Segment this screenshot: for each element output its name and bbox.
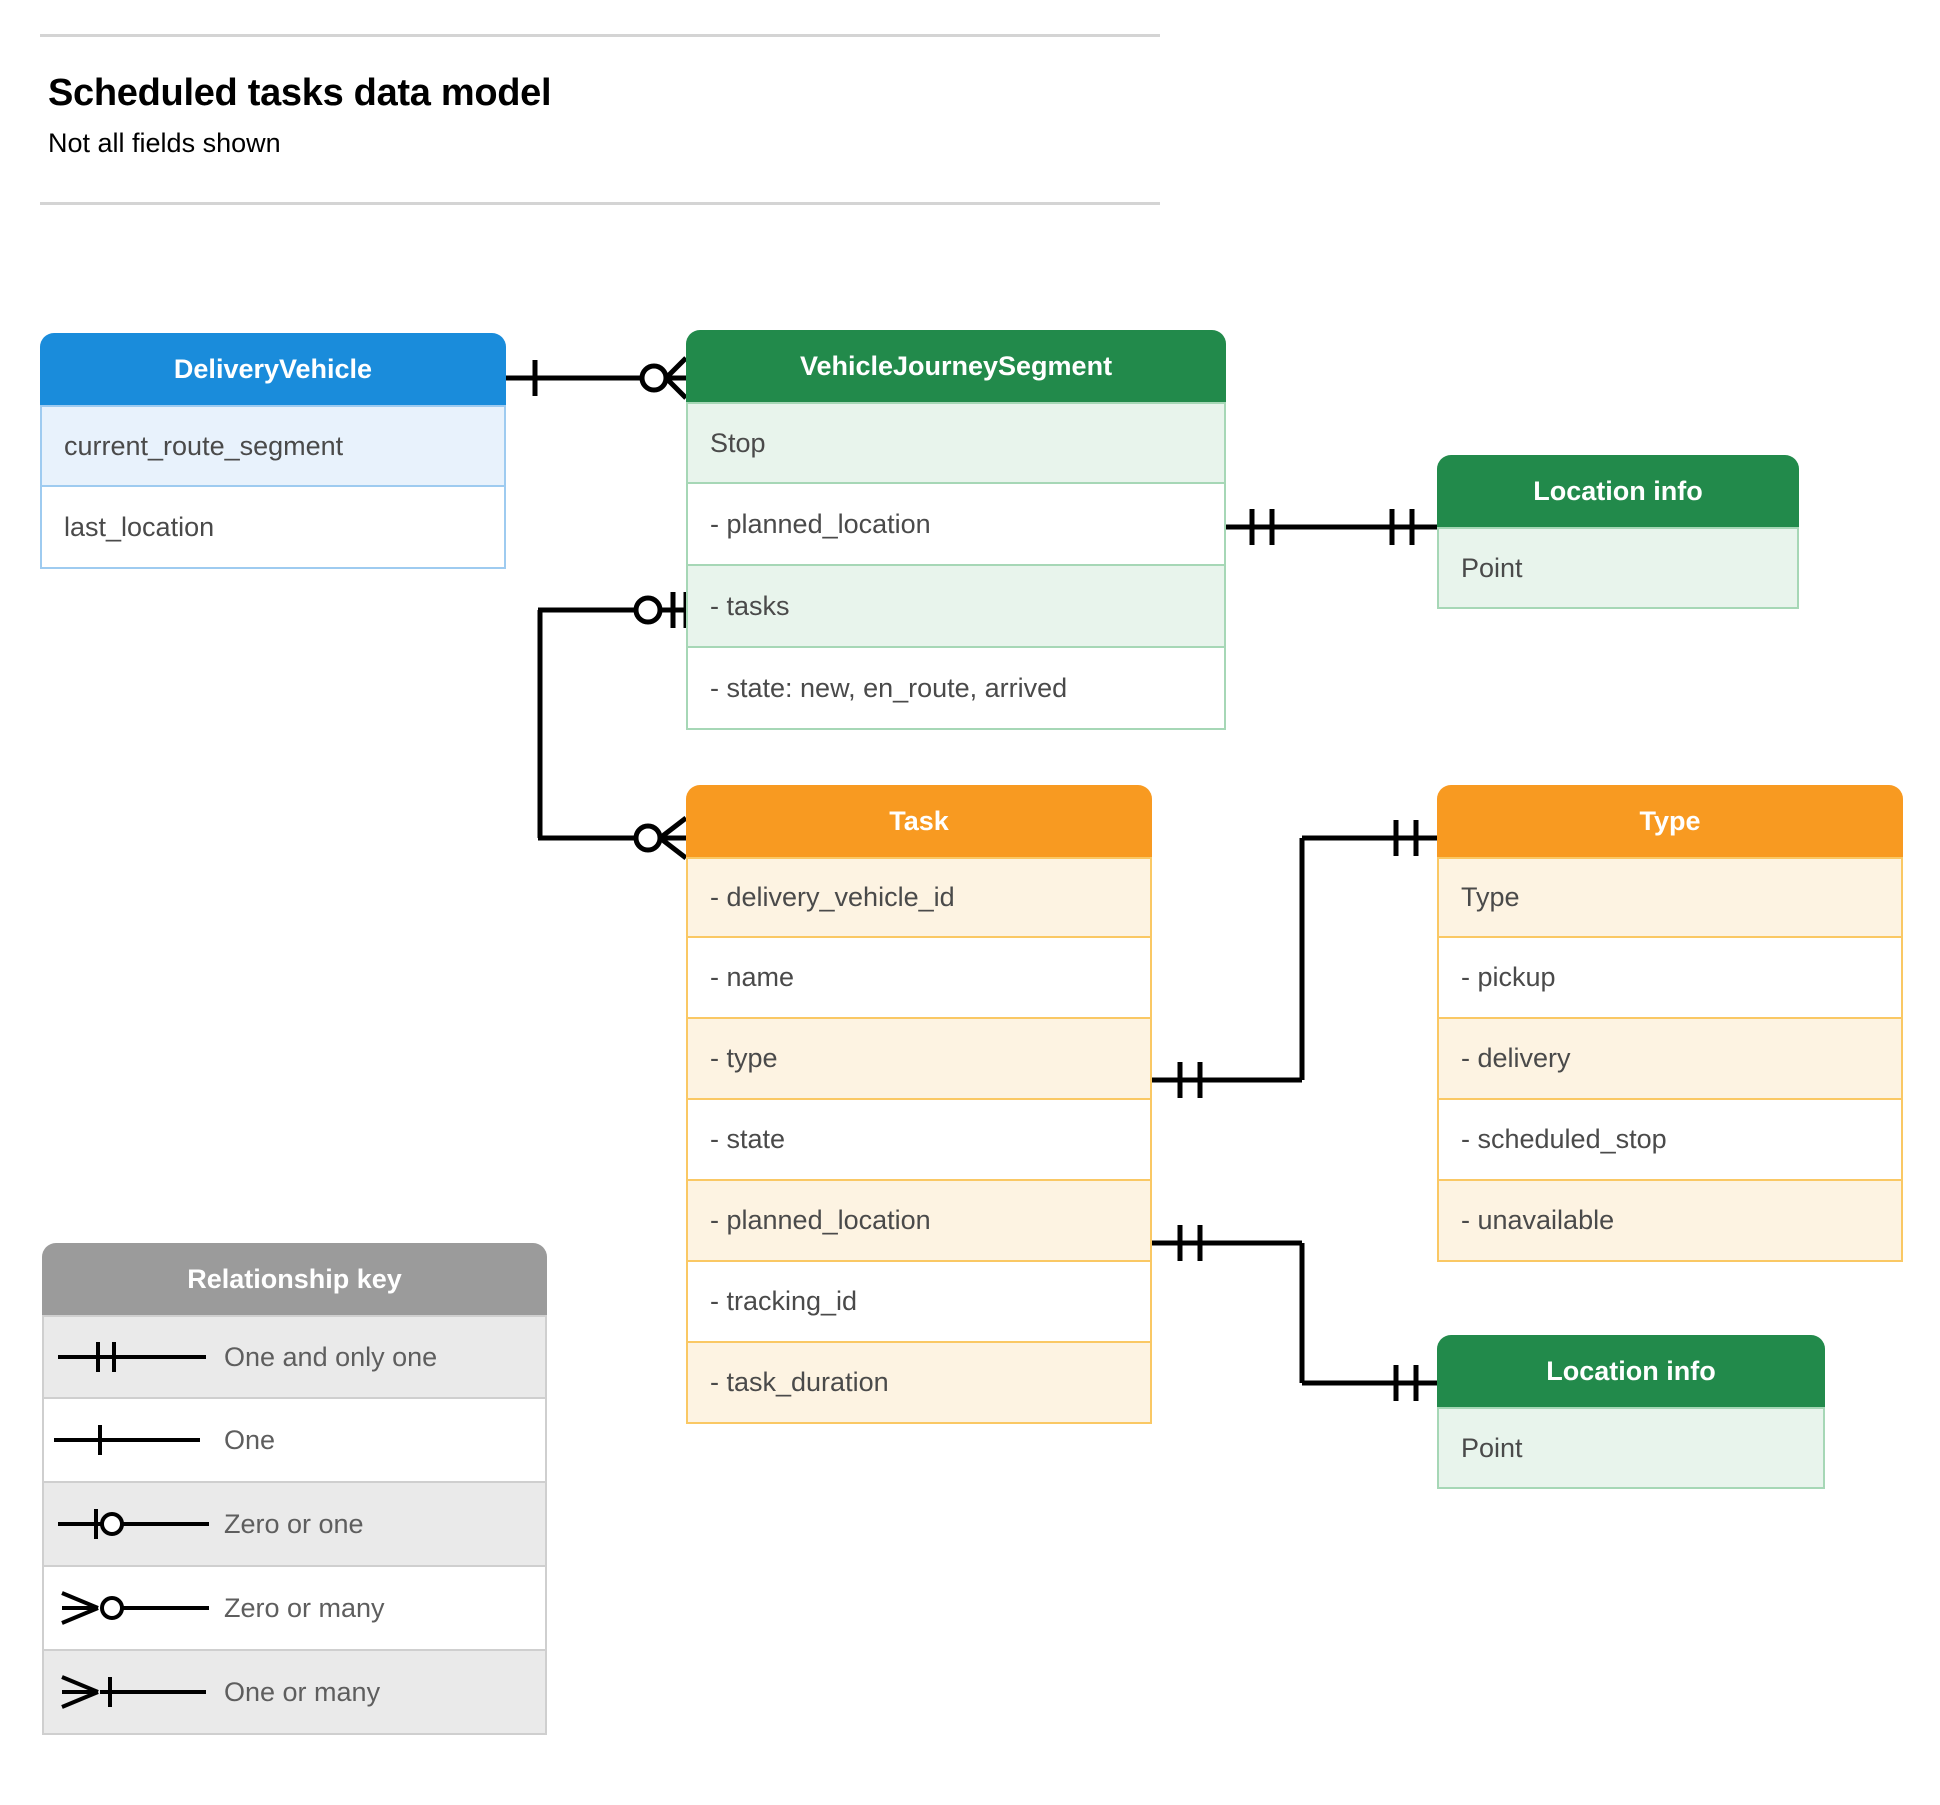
entity-location-info-top[interactable]: Location info Point [1437,455,1799,609]
entity-task-header: Task [686,785,1152,857]
legend-item: Zero or many [42,1567,547,1651]
legend-item: Zero or one [42,1483,547,1567]
entity-delivery-vehicle-header: DeliveryVehicle [40,333,506,405]
entity-delivery-vehicle[interactable]: DeliveryVehicle current_route_segment la… [40,333,506,569]
legend-title: Relationship key [42,1243,547,1315]
entity-row: Type [1437,857,1903,938]
header-rule-top [40,34,1160,37]
entity-row: - tasks [686,566,1226,648]
connector-vjs-tasks-task [537,592,689,860]
entity-type[interactable]: Type Type - pickup - delivery - schedule… [1437,785,1903,1262]
entity-row: - unavailable [1437,1181,1903,1262]
zero-or-one-icon [44,1483,224,1565]
entity-row: Point [1437,527,1799,609]
entity-task[interactable]: Task - delivery_vehicle_id - name - type… [686,785,1152,1424]
entity-location-info-bottom-header: Location info [1437,1335,1825,1407]
entity-location-info-top-header: Location info [1437,455,1799,527]
page-subtitle: Not all fields shown [48,128,281,158]
entity-row: Stop [686,402,1226,484]
entity-row: - name [686,938,1152,1019]
entity-row: - pickup [1437,938,1903,1019]
entity-type-header: Type [1437,785,1903,857]
entity-row: last_location [40,487,506,569]
entity-row: current_route_segment [40,405,506,487]
entity-row: - delivery_vehicle_id [686,857,1152,938]
entity-row: Point [1437,1407,1825,1489]
entity-row: - tracking_id [686,1262,1152,1343]
connector-vjs-plannedlocation-locationinfo [1226,509,1437,545]
legend-item-label: One [224,1424,276,1455]
legend-item: One [42,1399,547,1483]
connector-deliveryvehicle-vehiclejourneysegment [506,356,688,400]
entity-row: - planned_location [686,1181,1152,1262]
one-icon [44,1399,224,1481]
entity-row: - state: new, en_route, arrived [686,648,1226,730]
entity-row: - type [686,1019,1152,1100]
zero-or-many-icon [44,1567,224,1649]
connector-task-type-type [1152,820,1437,1098]
entity-vehicle-journey-segment[interactable]: VehicleJourneySegment Stop - planned_loc… [686,330,1226,730]
entity-row: - scheduled_stop [1437,1100,1903,1181]
entity-location-info-bottom[interactable]: Location info Point [1437,1335,1825,1489]
entity-row: - delivery [1437,1019,1903,1100]
header-rule-bottom [40,202,1160,205]
legend-relationship-key[interactable]: Relationship key One and only one [42,1243,547,1735]
one-or-many-icon [44,1651,224,1733]
entity-row: - task_duration [686,1343,1152,1424]
legend-item-label: Zero or one [224,1508,364,1539]
one-and-only-one-icon [44,1317,224,1397]
legend-item: One and only one [42,1315,547,1399]
page-title: Scheduled tasks data model [48,72,552,114]
legend-item: One or many [42,1651,547,1735]
legend-item-label: One or many [224,1676,381,1707]
legend-item-label: One and only one [224,1341,438,1372]
entity-row: - planned_location [686,484,1226,566]
connector-task-plannedlocation-locationinfo [1152,1225,1437,1401]
entity-row: - state [686,1100,1152,1181]
entity-vehicle-journey-segment-header: VehicleJourneySegment [686,330,1226,402]
legend-item-label: Zero or many [224,1592,385,1623]
